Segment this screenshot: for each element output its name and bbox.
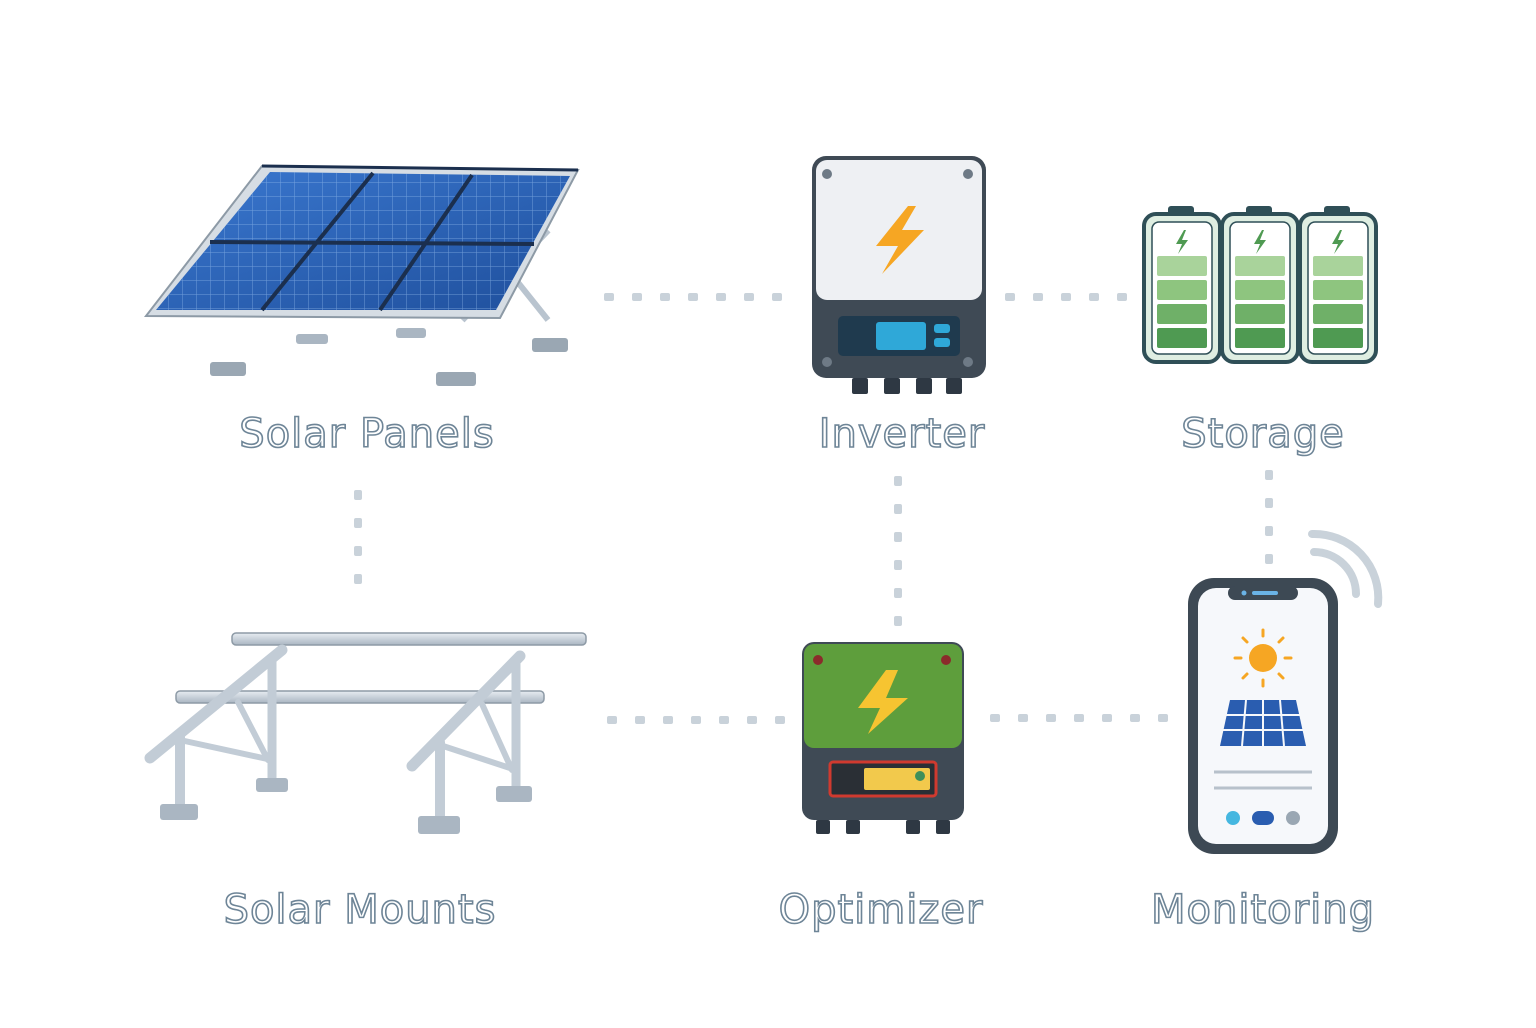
label-solar-panels: Solar Panels xyxy=(238,411,495,457)
label-optimizer: Optimizer xyxy=(778,887,984,933)
wifi-signal-icon xyxy=(1308,529,1383,608)
connector-panels-inverter xyxy=(604,293,782,301)
connector-panels-mounts xyxy=(354,490,362,584)
label-storage: Storage xyxy=(1180,411,1345,457)
solar-panel-icon xyxy=(143,164,580,386)
connector-storage-monitoring xyxy=(1265,470,1273,564)
connector-inverter-optimizer xyxy=(894,476,902,626)
battery-cell-2 xyxy=(1220,206,1300,364)
inverter-icon xyxy=(812,156,986,394)
battery-cell-1 xyxy=(1142,206,1222,364)
battery-icon xyxy=(1142,206,1378,364)
connector-optimizer-monitoring xyxy=(990,714,1168,722)
label-inverter: Inverter xyxy=(818,411,986,457)
label-solar-mounts: Solar Mounts xyxy=(223,887,497,933)
lightning-bolt-icon xyxy=(858,670,908,734)
smartphone-icon xyxy=(1188,578,1338,854)
connector-mounts-optimizer xyxy=(607,716,785,724)
optimizer-icon xyxy=(802,642,964,834)
lightning-bolt-icon xyxy=(876,206,924,274)
solar-panel-icon xyxy=(1220,699,1306,747)
label-monitoring: Monitoring xyxy=(1150,887,1375,933)
connector-inverter-storage xyxy=(1005,293,1127,301)
mount-frame-icon xyxy=(144,632,587,834)
battery-cell-3 xyxy=(1298,206,1378,364)
connectors xyxy=(354,293,1273,724)
sun-icon xyxy=(1233,628,1293,688)
